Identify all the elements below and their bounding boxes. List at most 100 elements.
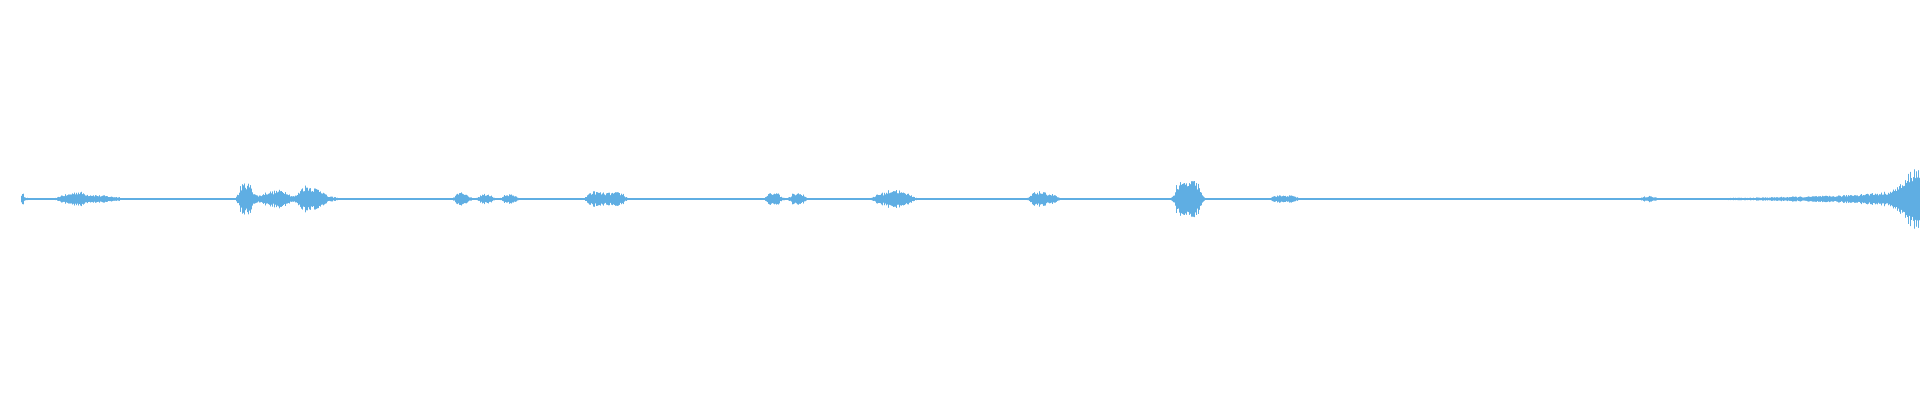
- waveform-sample: [530, 198, 531, 200]
- waveform-sample: [1109, 198, 1110, 200]
- waveform-sample: [554, 198, 555, 200]
- waveform-sample: [658, 198, 659, 200]
- waveform-sample: [427, 198, 428, 200]
- waveform-sample: [1774, 197, 1775, 201]
- waveform-sample: [60, 196, 61, 202]
- waveform-sample: [151, 198, 152, 200]
- waveform-sample: [1276, 196, 1277, 201]
- waveform-sample: [1633, 198, 1634, 200]
- waveform-sample: [433, 198, 434, 200]
- waveform-sample: [1255, 198, 1256, 200]
- waveform-sample: [1687, 198, 1688, 200]
- waveform-sample: [536, 198, 537, 200]
- waveform-sample: [189, 198, 190, 200]
- waveform-sample: [1227, 198, 1228, 200]
- waveform-sample: [1062, 198, 1063, 200]
- waveform-sample: [32, 198, 33, 200]
- waveform-sample: [408, 198, 409, 200]
- waveform-sample: [508, 196, 509, 202]
- waveform-sample: [973, 198, 974, 200]
- waveform-sample: [815, 198, 816, 200]
- waveform-sample: [777, 193, 778, 205]
- waveform-sample: [152, 198, 153, 200]
- waveform-sample: [457, 193, 458, 205]
- waveform-sample: [1699, 198, 1700, 200]
- waveform-sample: [1444, 198, 1445, 200]
- waveform-sample: [285, 192, 286, 206]
- waveform-sample: [493, 197, 494, 201]
- waveform-sample: [1191, 181, 1192, 217]
- waveform-sample: [364, 198, 365, 200]
- waveform-sample: [695, 198, 696, 200]
- waveform-sample: [1215, 198, 1216, 200]
- waveform-sample: [1851, 195, 1852, 203]
- waveform-sample: [1702, 198, 1703, 200]
- waveform-sample: [235, 198, 236, 200]
- waveform-sample: [728, 198, 729, 200]
- waveform-sample: [1673, 198, 1674, 200]
- waveform-sample: [63, 196, 64, 202]
- waveform-sample: [980, 198, 981, 200]
- waveform-sample: [1167, 198, 1168, 200]
- waveform-sample: [1782, 197, 1783, 201]
- waveform-sample: [164, 198, 165, 200]
- waveform-sample: [1685, 198, 1686, 200]
- waveform-sample: [1679, 198, 1680, 200]
- waveform-sample: [1083, 198, 1084, 200]
- waveform-sample: [1197, 189, 1198, 209]
- waveform-sample: [1573, 198, 1574, 200]
- waveform-sample: [907, 193, 908, 205]
- waveform-sample: [1800, 196, 1801, 202]
- waveform-sample: [1671, 198, 1672, 200]
- waveform-sample: [1310, 198, 1311, 200]
- waveform-sample: [1407, 198, 1408, 200]
- waveform-sample: [1232, 198, 1233, 200]
- waveform-sample: [1836, 196, 1837, 202]
- waveform-sample: [1577, 198, 1578, 200]
- waveform-sample: [117, 197, 118, 201]
- waveform-sample: [1186, 183, 1187, 215]
- waveform-sample: [1841, 196, 1842, 202]
- waveform-sample: [1262, 198, 1263, 200]
- waveform-sample: [619, 193, 620, 205]
- waveform-sample: [1472, 198, 1473, 200]
- waveform-sample: [1604, 198, 1605, 200]
- waveform-sample: [147, 198, 148, 200]
- waveform-sample: [908, 193, 909, 205]
- waveform-sample: [1660, 198, 1661, 200]
- waveform-sample: [492, 196, 493, 202]
- waveform-sample: [1725, 198, 1726, 200]
- waveform-sample: [1629, 198, 1630, 200]
- waveform-sample: [725, 198, 726, 200]
- waveform-sample: [1803, 197, 1804, 201]
- waveform-sample: [1020, 198, 1021, 200]
- waveform-sample: [1365, 198, 1366, 200]
- waveform-sample: [1054, 195, 1055, 203]
- waveform-sample: [1034, 192, 1035, 206]
- waveform-sample: [899, 190, 900, 208]
- waveform-sample: [248, 183, 249, 215]
- waveform-sample: [504, 195, 505, 203]
- waveform-sample: [578, 198, 579, 200]
- waveform-sample: [965, 198, 966, 200]
- waveform-sample: [1000, 198, 1001, 200]
- waveform-sample: [1506, 198, 1507, 200]
- waveform-sample: [968, 198, 969, 200]
- waveform-sample: [158, 198, 159, 200]
- waveform-sample: [44, 198, 45, 200]
- waveform-sample: [91, 195, 92, 203]
- waveform-sample: [1013, 198, 1014, 200]
- waveform-sample: [198, 198, 199, 200]
- waveform-sample: [809, 198, 810, 200]
- waveform-sample: [1715, 198, 1716, 200]
- waveform-sample: [1502, 198, 1503, 200]
- waveform-sample: [233, 198, 234, 200]
- waveform-sample: [452, 198, 453, 200]
- waveform-sample: [1766, 197, 1767, 201]
- waveform-sample: [793, 193, 794, 205]
- waveform-sample: [1781, 196, 1782, 202]
- waveform-sample: [526, 198, 527, 200]
- waveform-sample: [468, 196, 469, 202]
- waveform-sample: [579, 198, 580, 200]
